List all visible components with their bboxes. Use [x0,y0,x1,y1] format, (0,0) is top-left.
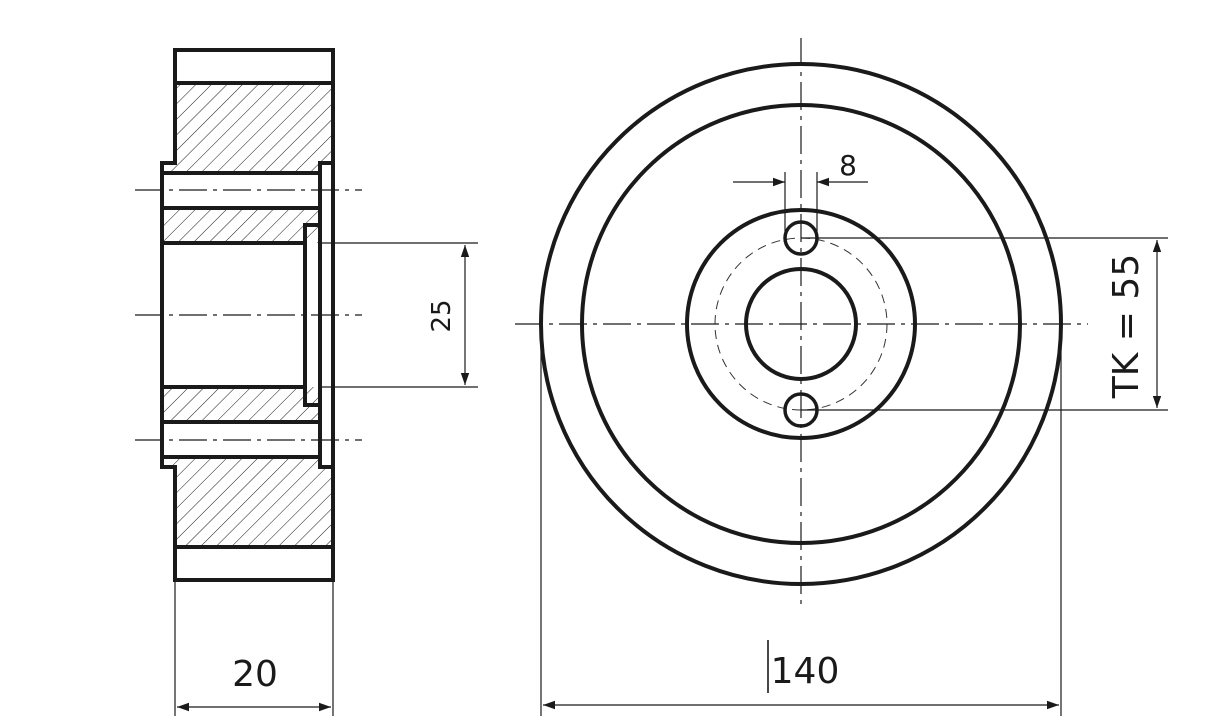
tread-bottom [173,545,335,582]
dim-8-label: 8 [839,149,857,182]
hatched-hub-top [162,208,320,243]
front-view: 8 TK = 55 140 [515,38,1168,716]
dim-25-label: 25 [427,299,457,332]
hatched-body-top [162,83,333,173]
hatched-body-bottom [162,457,333,547]
dim-tk-label: TK = 55 [1106,254,1147,399]
dim-140-label: 140 [771,651,840,692]
tread-top [173,48,335,85]
hatched-hub-bottom [162,387,320,422]
side-section-view: 25 20 [135,48,478,716]
dim-20-label: 20 [232,654,278,695]
